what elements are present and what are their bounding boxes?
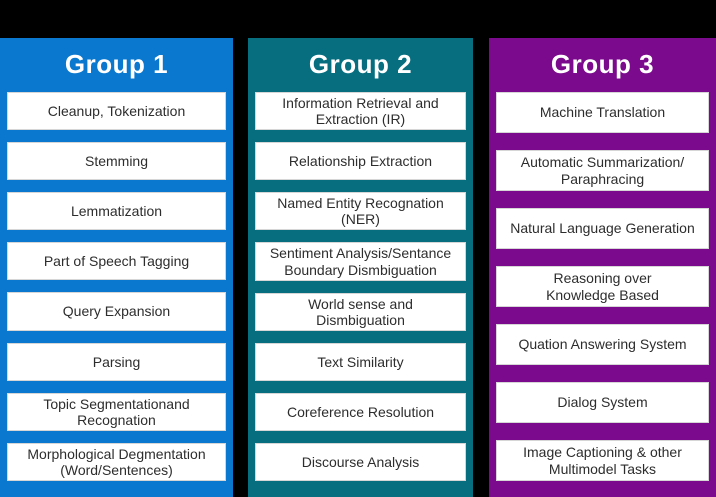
task-item: Reasoning over Knowledge Based bbox=[496, 266, 709, 307]
task-item: Discourse Analysis bbox=[255, 442, 466, 481]
task-item: Query Expansion bbox=[7, 292, 226, 331]
task-item: Machine Translation bbox=[496, 92, 709, 133]
task-item: Information Retrieval and Extraction (IR… bbox=[255, 92, 466, 131]
task-item: Text Similarity bbox=[255, 342, 466, 381]
group-1-header: Group 1 bbox=[64, 48, 169, 79]
task-item: Sentiment Analysis/Sentance Boundary Dis… bbox=[255, 242, 466, 281]
task-item: Automatic Summarization/ Paraphracing bbox=[496, 150, 709, 191]
task-item: Cleanup, Tokenization bbox=[7, 92, 226, 131]
task-item: Morphological Degmentation (Word/Sentenc… bbox=[7, 442, 226, 482]
task-item: Part of Speech Tagging bbox=[7, 242, 226, 281]
task-item: Coreference Resolution bbox=[255, 392, 466, 431]
task-item: Relationship Extraction bbox=[255, 142, 466, 181]
task-item: Named Entity Recognation (NER) bbox=[255, 192, 466, 231]
group-1-column: Group 1 Cleanup, Tokenization Stemming L… bbox=[0, 38, 233, 497]
group-1-items: Cleanup, Tokenization Stemming Lemmatiza… bbox=[0, 90, 233, 497]
task-item: Lemmatization bbox=[7, 192, 226, 231]
group-2-header: Group 2 bbox=[308, 48, 413, 79]
group-2-column: Group 2 Information Retrieval and Extrac… bbox=[248, 38, 473, 497]
task-item: Parsing bbox=[7, 342, 226, 381]
task-item: Stemming bbox=[7, 142, 226, 181]
task-item: Topic Segmentationand Recognation bbox=[7, 392, 226, 431]
task-item: Image Captioning & other Multimodel Task… bbox=[496, 440, 709, 481]
task-item: Natural Language Generation bbox=[496, 208, 709, 249]
group-3-column: Group 3 Machine Translation Automatic Su… bbox=[489, 38, 716, 497]
group-3-header: Group 3 bbox=[550, 48, 655, 79]
group-2-items: Information Retrieval and Extraction (IR… bbox=[248, 90, 473, 497]
task-item: Quation Answering System bbox=[496, 324, 709, 365]
task-item: World sense and Dismbiguation bbox=[255, 292, 466, 331]
task-item: Dialog System bbox=[496, 382, 709, 423]
group-3-items: Machine Translation Automatic Summarizat… bbox=[489, 90, 716, 497]
